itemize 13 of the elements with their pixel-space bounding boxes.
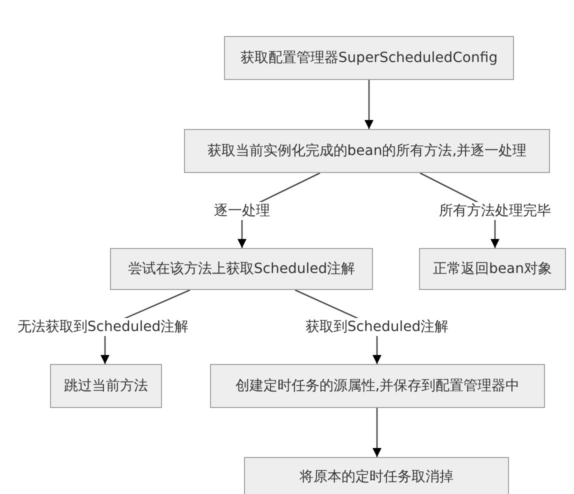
- process-box: 尝试在该方法上获取Scheduled注解: [110, 248, 373, 290]
- arrow: [372, 408, 382, 457]
- process-box: 跳过当前方法: [50, 364, 162, 408]
- edge-label: 无法获取到Scheduled注解: [16, 318, 190, 336]
- process-box: 获取当前实例化完成的bean的所有方法,并逐一处理: [184, 129, 550, 173]
- process-box: 正常返回bean对象: [419, 248, 566, 290]
- process-box: 创建定时任务的源属性,并保存到配置管理器中: [210, 364, 545, 408]
- process-box: 将原本的定时任务取消掉: [244, 457, 509, 494]
- process-box: 获取配置管理器SuperScheduledConfig: [224, 36, 514, 80]
- edge-label: 获取到Scheduled注解: [304, 318, 450, 336]
- edge-label: 所有方法处理完毕: [438, 202, 552, 220]
- edge-label: 逐一处理: [213, 202, 271, 220]
- arrow: [364, 80, 374, 129]
